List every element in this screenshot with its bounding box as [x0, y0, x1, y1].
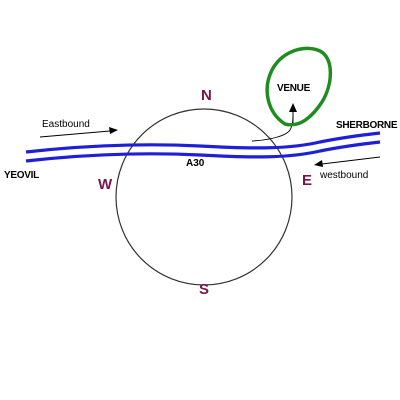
westbound-arrow: [314, 156, 381, 167]
road-label-a30: A30: [186, 158, 205, 169]
venue-label: VENUE: [277, 83, 311, 94]
compass-west: W: [98, 176, 113, 193]
town-label-yeovil: YEOVIL: [4, 170, 39, 181]
venue-marker-outline: [265, 46, 333, 127]
venue-access-curve: [251, 111, 294, 142]
venue-pointer-arrow-head: [289, 103, 297, 112]
a30-road-south-line: [25, 140, 381, 163]
compass-east: E: [302, 172, 312, 189]
compass-north: N: [201, 87, 212, 104]
eastbound-label: Eastbound: [42, 119, 90, 130]
ring-circle: [115, 108, 293, 286]
a30-road: [25, 131, 381, 163]
compass-south: S: [199, 281, 209, 298]
eastbound-arrow: [39, 127, 118, 138]
a30-road-north-line: [25, 131, 381, 154]
westbound-label: westbound: [319, 170, 368, 181]
town-label-sherborne: SHERBORNE: [336, 120, 398, 131]
